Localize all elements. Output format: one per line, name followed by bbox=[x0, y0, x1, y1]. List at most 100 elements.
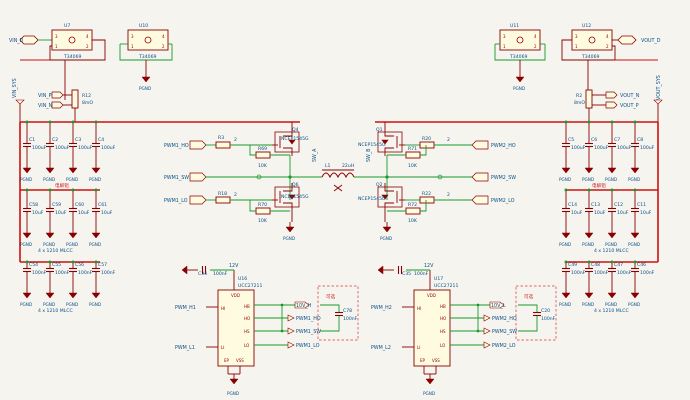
capacitor-ref: C54 bbox=[29, 262, 38, 268]
relay-u12-part: T34069 bbox=[581, 54, 599, 60]
capacitor-value: 100nF bbox=[101, 270, 116, 276]
capacitor-ref: C6 bbox=[591, 137, 597, 143]
vin-n-port bbox=[51, 101, 64, 109]
output-side-top: U11 T34069 3 4 1 2 PGND U12 T34069 3 4 1… bbox=[494, 23, 661, 100]
mosfet-q1 bbox=[377, 126, 405, 156]
driver-u16: 12V C34 100nF U16 UCC27211 VDD HI LI HB … bbox=[175, 263, 359, 396]
capacitor-ref: C60 bbox=[75, 202, 84, 208]
vout-n-port bbox=[605, 91, 618, 99]
capacitor-value: 100uF bbox=[571, 145, 586, 151]
pwm2-sw-port bbox=[471, 172, 489, 182]
pgnd-label: PGND bbox=[582, 177, 594, 182]
r69-ref: R69 bbox=[258, 146, 267, 152]
svg-text:1: 1 bbox=[131, 44, 134, 49]
vout-p-port bbox=[605, 101, 618, 109]
capacitor-ref: C59 bbox=[52, 202, 61, 208]
capacitor-value: 100nF bbox=[55, 270, 70, 276]
q2-ref: Q2 bbox=[376, 182, 383, 188]
r69-value: 10K bbox=[258, 163, 268, 169]
c78-ref: C78 bbox=[343, 308, 352, 314]
c35-ref: C35 bbox=[402, 271, 411, 277]
u17-hb-net: 10V_L bbox=[491, 303, 506, 309]
u16-in-l: PWM_L1 bbox=[175, 345, 195, 351]
q1-part: NCEP1545G bbox=[358, 142, 386, 148]
u17-12v: 12V bbox=[424, 263, 434, 269]
capacitor-banks: C1100uFPGNDC2100uFPGNDC3100uFPGNDC4100uF… bbox=[20, 120, 655, 307]
svg-text:HI: HI bbox=[221, 306, 225, 311]
relay-u7-part: T34069 bbox=[63, 54, 81, 60]
svg-text:3: 3 bbox=[55, 34, 58, 39]
r3-ref: R3 bbox=[218, 135, 224, 141]
q1-ref: Q1 bbox=[376, 127, 383, 133]
capacitor-value: 100nF bbox=[78, 270, 93, 276]
pgnd-label: PGND bbox=[582, 302, 594, 307]
r70-value: 10K bbox=[258, 218, 268, 224]
pgnd-label: PGND bbox=[20, 242, 32, 247]
pgnd-label: PGND bbox=[20, 302, 32, 307]
r18-ref: R18 bbox=[218, 191, 227, 197]
svg-text:1: 1 bbox=[503, 44, 506, 49]
electrolytic-note-right: 电解铝 bbox=[592, 182, 606, 189]
r71-ref: R71 bbox=[408, 146, 417, 152]
driver-u17: 12V C35 100nF U17 UCC27211 VDD HI LI HB … bbox=[371, 263, 557, 396]
svg-text:3: 3 bbox=[503, 34, 506, 39]
svg-text:4: 4 bbox=[606, 34, 609, 39]
capacitor-value: 10uF bbox=[55, 210, 67, 216]
capacitor-ref: C48 bbox=[591, 262, 600, 268]
capacitor-value: 100nF bbox=[640, 270, 655, 276]
pgnd-label: PGND bbox=[66, 242, 78, 247]
mosfet-q2 bbox=[377, 183, 405, 222]
pwm1-lo-label: PWM1_LO bbox=[164, 198, 188, 204]
r20-value: 2 bbox=[447, 137, 450, 143]
resistor-r70 bbox=[255, 207, 271, 215]
capacitor-ref: C57 bbox=[98, 262, 107, 268]
l1-ref: L1 bbox=[325, 163, 331, 169]
pgnd-q2: PGND bbox=[380, 236, 392, 241]
pgnd-label: PGND bbox=[628, 177, 640, 182]
capacitor-value: 100uF bbox=[78, 145, 93, 151]
u17-optional-box bbox=[515, 285, 557, 341]
svg-text:HO: HO bbox=[244, 316, 250, 321]
u16-hb-net: 10V_H bbox=[296, 303, 312, 309]
relay-u12-ref: U12 bbox=[582, 23, 591, 29]
u16-body bbox=[217, 289, 255, 367]
vout-n-label: VOUT_N bbox=[620, 93, 640, 99]
capacitor-ref: C46 bbox=[637, 262, 646, 268]
svg-text:HS: HS bbox=[244, 329, 250, 334]
output-sense: R2 8mO VOUT_N VOUT_P VOUT_SYS bbox=[574, 75, 663, 122]
relay-u10-ref: U10 bbox=[139, 23, 148, 29]
capacitor-value: 10uF bbox=[617, 210, 629, 216]
svg-text:LI: LI bbox=[221, 345, 224, 350]
capacitor-value: 10uF bbox=[32, 210, 44, 216]
pgnd-label: PGND bbox=[559, 302, 571, 307]
vin-n-label: VIN_N bbox=[38, 103, 53, 109]
pwm1-sw-port bbox=[189, 172, 207, 182]
u16-lo-net: PWM1_LO bbox=[296, 343, 320, 349]
vin-p-port bbox=[51, 91, 64, 99]
pgnd-u16: PGND bbox=[227, 391, 239, 396]
capacitor-value: 10uF bbox=[101, 210, 113, 216]
shunt-r2-ref: R2 bbox=[576, 93, 582, 99]
capacitor-ref: C14 bbox=[568, 202, 577, 208]
r72-ref: R72 bbox=[408, 202, 417, 208]
capacitor-value: 100uF bbox=[55, 145, 70, 151]
pwm1-ho-label: PWM1_HO bbox=[164, 143, 189, 149]
svg-text:3: 3 bbox=[575, 34, 578, 39]
electrolytic-note-left: 电解铝 bbox=[55, 182, 69, 189]
mosfet-q4 bbox=[272, 126, 300, 156]
vin-sys-label: VIN_SYS bbox=[12, 78, 18, 98]
resistor-r72 bbox=[405, 207, 421, 215]
pgnd-u17: PGND bbox=[423, 391, 435, 396]
capacitor-value: 10uF bbox=[594, 210, 606, 216]
pwm1-lo-port bbox=[189, 195, 207, 205]
svg-text:1: 1 bbox=[575, 44, 578, 49]
